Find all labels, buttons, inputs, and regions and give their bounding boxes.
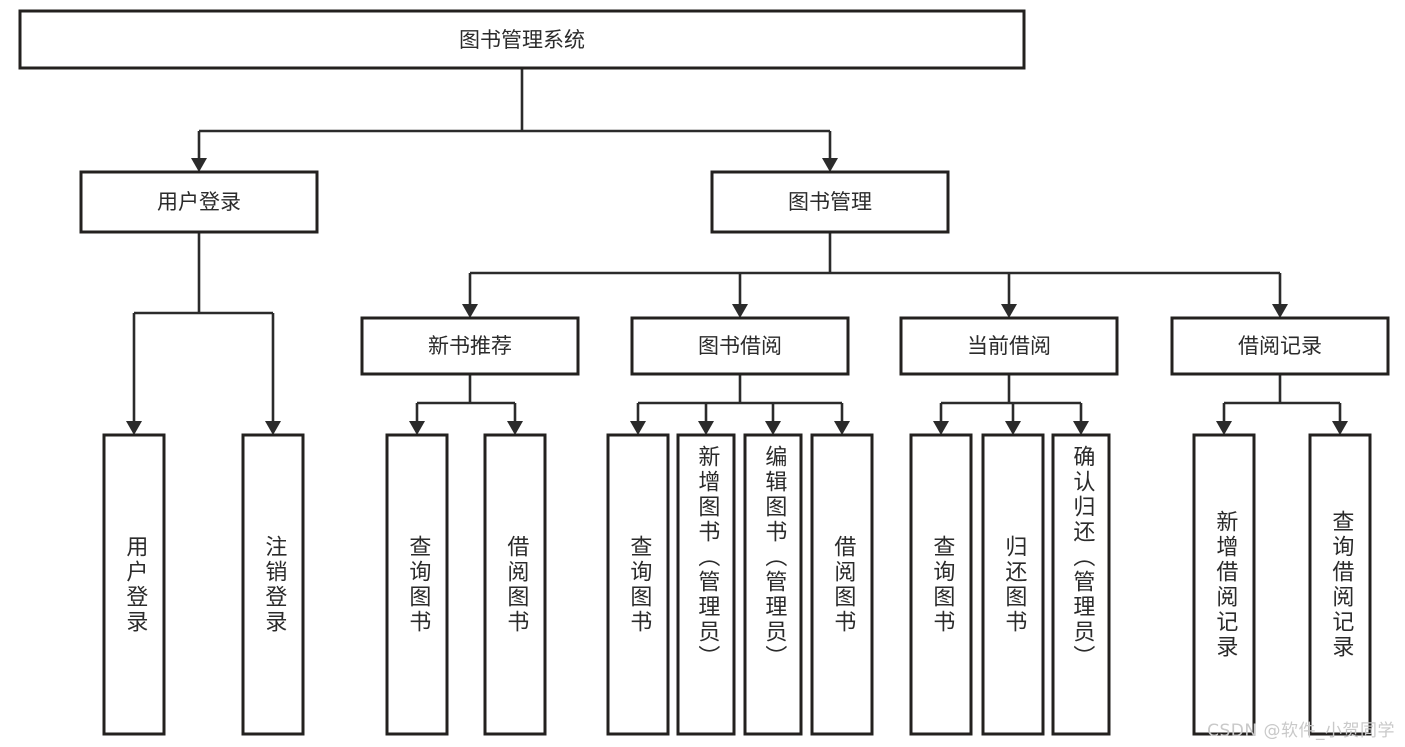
node-book-borrow[interactable]: 图书借阅 bbox=[630, 316, 850, 376]
arrow-head-new-book-recommend bbox=[462, 304, 478, 318]
node-leaf-query-borrow-record-rect[interactable] bbox=[1308, 433, 1372, 736]
node-borrow-record-label: 借阅记录 bbox=[1238, 334, 1322, 358]
node-root[interactable]: 图书管理系统 bbox=[18, 9, 1026, 70]
arrow-head-leaf-borrow-book-1 bbox=[507, 421, 523, 435]
node-book-management-rect[interactable] bbox=[710, 170, 950, 234]
node-leaf-logout-rect[interactable] bbox=[241, 433, 305, 736]
arrow-head-leaf-query-book-1 bbox=[409, 421, 425, 435]
arrow-head-current-borrow bbox=[1001, 304, 1017, 318]
node-user-login-rect[interactable] bbox=[79, 170, 319, 234]
node-leaf-borrow-book-1-rect[interactable] bbox=[483, 433, 547, 736]
node-current-borrow-label: 当前借阅 bbox=[967, 334, 1051, 358]
node-borrow-record-rect[interactable] bbox=[1170, 316, 1390, 376]
arrow-head-book-management bbox=[822, 158, 838, 172]
node-leaf-edit-book-rect[interactable] bbox=[743, 433, 803, 736]
node-current-borrow[interactable]: 当前借阅 bbox=[899, 316, 1119, 376]
arrow-head-leaf-query-borrow-record bbox=[1332, 421, 1348, 435]
node-current-borrow-rect[interactable] bbox=[899, 316, 1119, 376]
node-leaf-add-borrow-record-rect[interactable] bbox=[1192, 433, 1256, 736]
node-book-management-label: 图书管理 bbox=[788, 190, 872, 214]
arrow-head-leaf-add-borrow-record bbox=[1216, 421, 1232, 435]
arrow-head-leaf-logout bbox=[265, 421, 281, 435]
arrow-head-leaf-query-book-2 bbox=[630, 421, 646, 435]
node-leaf-query-book-1-rect[interactable] bbox=[385, 433, 449, 736]
arrow-head-leaf-edit-book bbox=[765, 421, 781, 435]
node-leaf-query-book-3-rect[interactable] bbox=[909, 433, 973, 736]
arrow-head-leaf-confirm-return bbox=[1073, 421, 1089, 435]
node-user-login-label: 用户登录 bbox=[157, 190, 241, 214]
node-book-management[interactable]: 图书管理 bbox=[710, 170, 950, 234]
node-new-book-recommend-rect[interactable] bbox=[360, 316, 580, 376]
connector-layer bbox=[126, 68, 1348, 435]
arrow-head-leaf-query-book-3 bbox=[933, 421, 949, 435]
node-leaf-query-book-2-rect[interactable] bbox=[606, 433, 670, 736]
node-user-login[interactable]: 用户登录 bbox=[79, 170, 319, 234]
arrow-head-leaf-borrow-book-2 bbox=[834, 421, 850, 435]
node-leaf-borrow-book-2-rect[interactable] bbox=[810, 433, 874, 736]
node-book-borrow-rect[interactable] bbox=[630, 316, 850, 376]
arrow-head-leaf-return-book bbox=[1005, 421, 1021, 435]
arrow-head-book-borrow bbox=[732, 304, 748, 318]
node-root-rect[interactable] bbox=[18, 9, 1026, 70]
node-leaf-confirm-return-rect[interactable] bbox=[1051, 433, 1111, 736]
node-leaf-return-book-rect[interactable] bbox=[981, 433, 1045, 736]
node-new-book-recommend[interactable]: 新书推荐 bbox=[360, 316, 580, 376]
arrow-head-user-login bbox=[191, 158, 207, 172]
arrow-head-leaf-user-login bbox=[126, 421, 142, 435]
node-leaf-user-login-rect[interactable] bbox=[102, 433, 166, 736]
node-borrow-record[interactable]: 借阅记录 bbox=[1170, 316, 1390, 376]
arrow-head-borrow-record bbox=[1272, 304, 1288, 318]
node-book-borrow-label: 图书借阅 bbox=[698, 334, 782, 358]
watermark-text: CSDN @软件_小贺同学 bbox=[1207, 721, 1395, 741]
leaf-node-layer bbox=[102, 433, 1372, 736]
arrow-head-leaf-add-book bbox=[698, 421, 714, 435]
node-new-book-recommend-label: 新书推荐 bbox=[428, 334, 512, 358]
node-root-label: 图书管理系统 bbox=[459, 28, 585, 52]
node-leaf-add-book-rect[interactable] bbox=[676, 433, 736, 736]
